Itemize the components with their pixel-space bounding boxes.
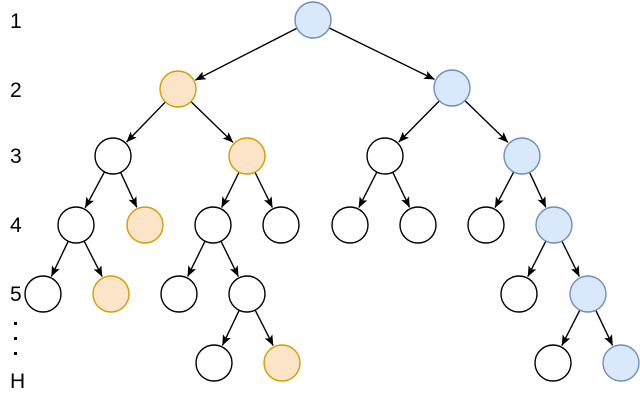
- level-ellipsis-dot-3: [14, 352, 17, 355]
- tree-node-n2b[interactable]: [433, 69, 471, 107]
- tree-node-n5e[interactable]: [500, 275, 538, 313]
- tree-edge: [195, 27, 299, 81]
- tree-node-n4g[interactable]: [467, 206, 505, 244]
- tree-edge: [560, 239, 581, 277]
- tree-node-n5c[interactable]: [160, 275, 198, 313]
- tree-edge: [119, 171, 138, 208]
- tree-edge: [219, 239, 240, 277]
- tree-node-n1[interactable]: [294, 1, 332, 39]
- level-label-3: 3: [10, 145, 22, 168]
- tree-edge: [494, 170, 515, 209]
- tree-edge: [186, 239, 207, 277]
- tree-node-n5f[interactable]: [569, 275, 607, 313]
- tree-edge: [221, 309, 241, 346]
- tree-edge: [594, 309, 614, 346]
- tree-node-n4e[interactable]: [331, 206, 369, 244]
- level-ellipsis-dot-1: [14, 322, 17, 325]
- tree-edge: [189, 100, 234, 143]
- tree-node-n4h[interactable]: [535, 206, 573, 244]
- tree-edge: [126, 100, 167, 143]
- level-ellipsis-dot-2: [14, 337, 17, 340]
- tree-node-n5d[interactable]: [228, 275, 266, 313]
- level-label-h: H: [10, 370, 25, 393]
- tree-edge: [391, 171, 411, 208]
- tree-node-n4c[interactable]: [194, 206, 232, 244]
- tree-node-n2a[interactable]: [159, 70, 197, 108]
- tree-node-n3a[interactable]: [94, 137, 132, 175]
- tree-node-n4b[interactable]: [126, 206, 164, 244]
- level-label-1: 1: [10, 10, 22, 33]
- tree-node-n3c[interactable]: [366, 137, 404, 175]
- tree-edge: [527, 239, 547, 277]
- tree-node-n4a[interactable]: [57, 206, 95, 244]
- tree-edge: [84, 170, 106, 209]
- tree-edge: [254, 308, 274, 346]
- level-label-4: 4: [10, 214, 22, 237]
- tree-node-n4d[interactable]: [262, 206, 300, 244]
- tree-node-n3b[interactable]: [228, 137, 266, 175]
- tree-edge: [528, 171, 547, 208]
- level-label-5: 5: [10, 283, 22, 306]
- tree-edge: [83, 239, 103, 277]
- tree-edge: [327, 26, 435, 81]
- tree-node-nHb[interactable]: [263, 344, 301, 382]
- tree-edge: [398, 99, 441, 143]
- tree-edge: [561, 308, 581, 346]
- tree-edge: [253, 170, 274, 208]
- tree-node-nHc[interactable]: [534, 344, 572, 382]
- tree-edge: [220, 170, 241, 208]
- tree-node-nHd[interactable]: [602, 344, 640, 382]
- tree-node-n4f[interactable]: [399, 206, 437, 244]
- level-label-2: 2: [10, 79, 22, 102]
- tree-edge: [463, 99, 509, 143]
- tree-node-n5a[interactable]: [24, 275, 62, 313]
- tree-edge: [358, 170, 378, 208]
- tree-node-n5b[interactable]: [92, 275, 130, 313]
- tree-edge: [50, 240, 70, 277]
- nodes-layer: [24, 1, 640, 382]
- level-axis: 1 2 3 4 5H: [10, 10, 25, 393]
- tree-node-n3d[interactable]: [503, 137, 541, 175]
- edges-layer: [50, 26, 614, 346]
- tree-node-nHa[interactable]: [195, 344, 233, 382]
